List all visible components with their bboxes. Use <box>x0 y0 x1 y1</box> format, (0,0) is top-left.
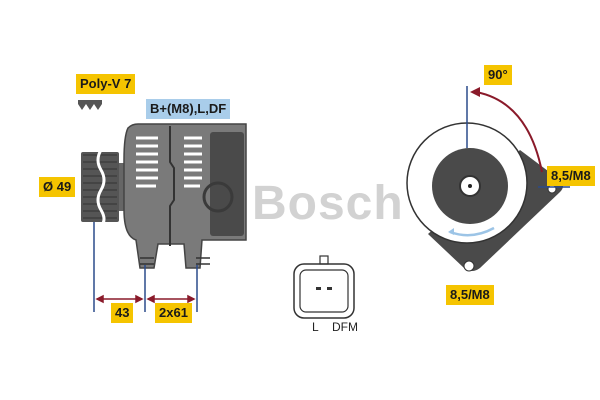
dimension-arrows <box>95 294 196 304</box>
connector-pin-dfm-label: DFM <box>332 320 358 334</box>
poly-v-belt-icon <box>78 100 102 110</box>
dimension-lines <box>93 222 198 312</box>
bosch-watermark: Bosch <box>252 177 404 230</box>
alternator-housing <box>123 123 247 269</box>
pulley-icon <box>81 149 125 228</box>
belt-type-label: Poly-V 7 <box>76 74 136 94</box>
mount-bottom-label: 8,5/M8 <box>446 285 494 305</box>
mount-right-label: 8,5/M8 <box>547 166 595 186</box>
terminals-label: B+(M8),L,DF <box>146 99 231 119</box>
alternator-front-view <box>406 122 563 272</box>
rotation-arrow-90 <box>470 87 543 173</box>
pulley-diameter-label: Ø 49 <box>39 177 76 197</box>
angle-label: 90° <box>484 65 512 85</box>
connector-icon <box>293 255 355 319</box>
angle-reference-lines <box>466 86 570 188</box>
dimension-43-label: 43 <box>111 303 134 323</box>
connector-pin-l-label: L <box>312 320 319 334</box>
dimension-2x61-label: 2x61 <box>155 303 192 323</box>
